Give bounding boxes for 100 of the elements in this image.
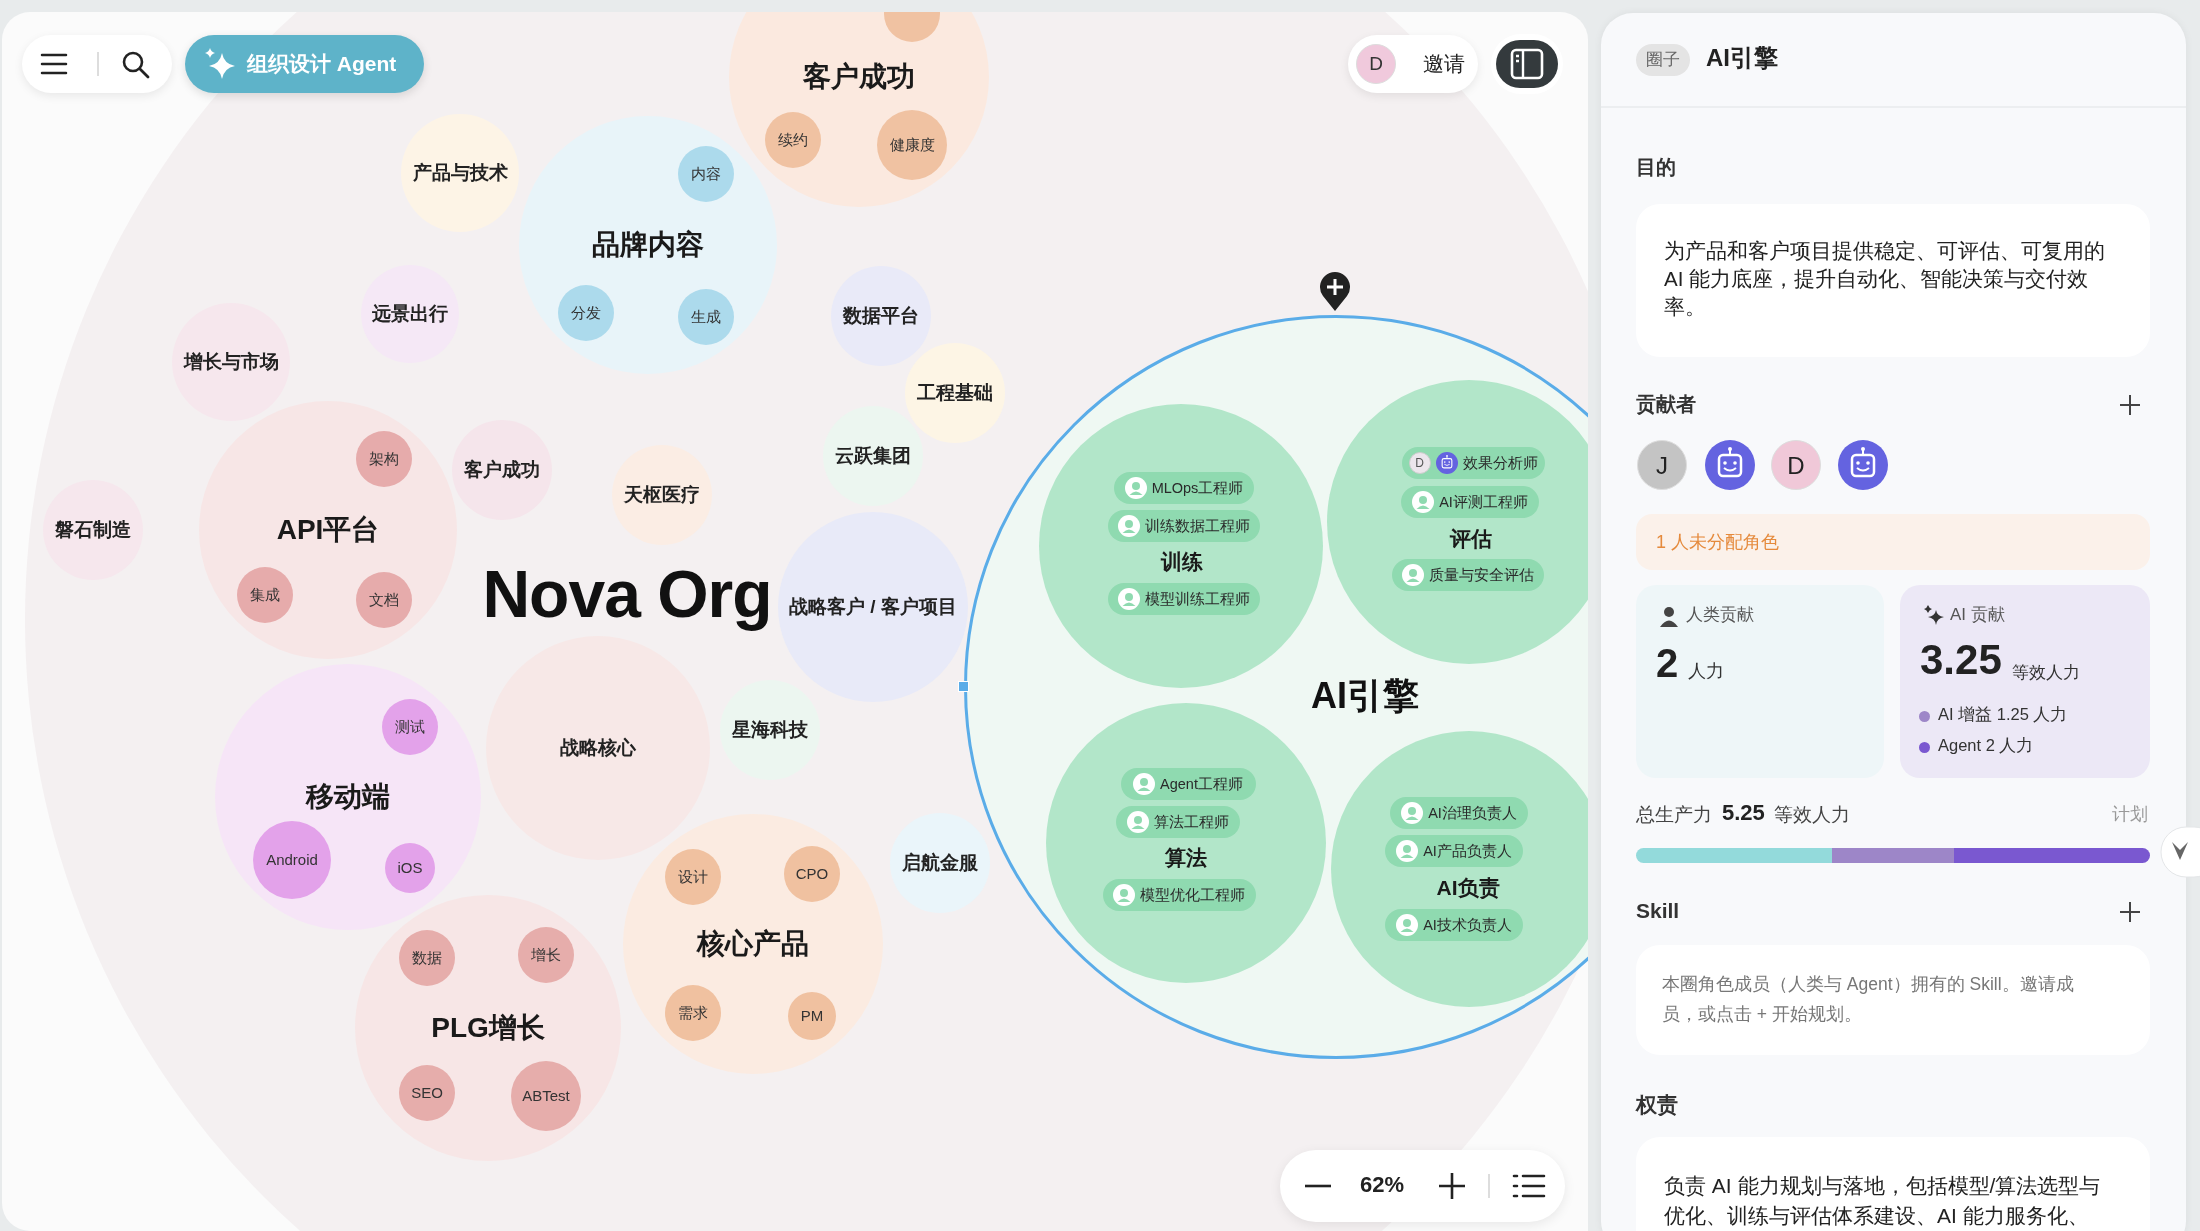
role-pill (1401, 447, 1545, 479)
role-label: AI评测工程师 (1439, 492, 1528, 512)
sub-circle (784, 846, 840, 902)
sub-circle (665, 985, 721, 1041)
circle-label: 设计 (678, 868, 708, 886)
circle-label: Android (266, 851, 318, 869)
circle-label: 天枢医疗 (624, 484, 700, 506)
circle-label: 分发 (571, 304, 601, 322)
circle-label: 增长与市场 (183, 351, 279, 373)
avatar: D (1356, 44, 1396, 84)
stat-unit: 等效人力 (2012, 663, 2080, 684)
zoom-level: 62% (1360, 1172, 1405, 1199)
sub-circle (237, 567, 293, 623)
stat-value: 3.25 (1920, 635, 2002, 685)
role-label: 质量与安全评估 (1429, 565, 1534, 585)
sub-circle (665, 849, 721, 905)
sub-circle (518, 927, 574, 983)
org-title: Nova Org (482, 557, 772, 631)
paragraph: 负责 AI 能力规划与落地，包括模型/算法选型与优化、训练与评估体系建设、AI 能力服务化、 (1664, 1173, 2102, 1229)
role-pill (1392, 559, 1544, 591)
section-heading: 贡献者 (1636, 392, 1696, 416)
sub-circle (678, 146, 734, 202)
circle-label: AI负责 (1436, 876, 1500, 900)
role-label: 训练数据工程师 (1145, 516, 1250, 536)
sub-circle (356, 431, 412, 487)
sub-circle (678, 289, 734, 345)
panel-title: AI引擎 (1706, 44, 1778, 73)
stat-unit: 等效人力 (1774, 804, 1850, 827)
role-pill (1108, 510, 1260, 542)
circle-label: 需求 (678, 1004, 708, 1022)
role-pill (1102, 879, 1256, 911)
role-label: 算法工程师 (1154, 812, 1229, 832)
legend-label: AI 增益 1.25 人力 (1938, 705, 2068, 725)
circle-label: 启航金服 (902, 852, 978, 874)
circle-label: API平台 (276, 514, 380, 546)
circle-label: 内容 (691, 165, 721, 183)
circle-label: PM (800, 1007, 824, 1025)
paragraph: 本圈角色成员（人类与 Agent）拥有的 Skill。邀请成员，或点击 + 开始规划。 (1662, 973, 2075, 1026)
circle-label: 云跃集团 (835, 445, 911, 467)
circle-label: 星海科技 (732, 719, 808, 741)
circle-label: 远景出行 (372, 303, 448, 325)
circle-label: 工程基础 (917, 382, 993, 404)
role-pill (1108, 583, 1260, 615)
circle-label: 健康度 (889, 136, 935, 154)
tag-chip: 圈子 (1636, 44, 1690, 76)
circle-label: 续约 (778, 131, 808, 149)
role-pill (1120, 768, 1256, 800)
circle-label: 算法 (1165, 846, 1207, 870)
stat-label: AI 贡献 (1950, 605, 2005, 626)
circle-label: 生成 (691, 308, 721, 326)
circle-label: PLG增长 (431, 1012, 545, 1044)
stat-label: 人类贡献 (1686, 605, 1754, 626)
circle-label: 数据平台 (843, 305, 919, 327)
circle-label: 测试 (395, 718, 425, 736)
circle-label: 战略客户 / 客户项目 (789, 596, 957, 618)
section-heading: 目的 (1636, 155, 1676, 179)
circle-label: 客户成功 (464, 459, 540, 481)
circle-label: 集成 (250, 586, 280, 604)
role-label: MLOps工程师 (1151, 478, 1244, 498)
circle-label: 客户成功 (803, 61, 915, 93)
stat-value: 5.25 (1722, 800, 1765, 827)
sub-circle (765, 112, 821, 168)
role-label: AI治理负责人 (1428, 803, 1517, 823)
role-pill (1390, 797, 1528, 829)
circle-label: 移动端 (306, 781, 390, 813)
section-heading: Skill (1636, 898, 1680, 924)
circle-label: iOS (397, 859, 423, 877)
section-heading: 权责 (1636, 1092, 1678, 1118)
role-pill (1401, 486, 1539, 518)
agent-button: 组织设计 Agent (185, 35, 424, 93)
sub-circle (385, 843, 435, 893)
avatar: D (1408, 452, 1431, 474)
circle-label: 战略核心 (560, 737, 636, 759)
role-pill (1114, 472, 1254, 504)
stat-value: 2 (1656, 640, 1679, 687)
sub-circle (399, 930, 455, 986)
sub-circle (788, 992, 836, 1040)
circle-label: 数据 (412, 949, 442, 967)
role-label: Agent工程师 (1160, 774, 1243, 794)
stat-unit: 人力 (1688, 661, 1724, 683)
sub-circle (356, 572, 412, 628)
invite-button: D 邀请 (1348, 35, 1478, 93)
circle-label: 增长 (531, 946, 561, 964)
sub-circle (558, 285, 614, 341)
legend-label: Agent 2 人力 (1938, 736, 2034, 756)
circle-label: 架构 (369, 450, 399, 468)
circle-label: 磐石制造 (55, 519, 131, 541)
circle-label: 产品与技术 (412, 162, 508, 184)
stat-label: 总生产力 (1636, 804, 1712, 827)
circle-label: AI引擎 (1311, 676, 1419, 716)
circle-label: SEO (411, 1084, 443, 1102)
circle-label: 品牌内容 (592, 229, 704, 261)
role-label: 效果分析师 (1462, 453, 1538, 473)
sub-circle (382, 699, 438, 755)
circle-label: 训练 (1161, 550, 1203, 574)
role-label: AI技术负责人 (1423, 915, 1512, 935)
notice-banner: 1 人未分配角色 (1636, 514, 2150, 570)
circle-label: 核心产品 (697, 928, 809, 960)
circle-label: 评估 (1450, 527, 1492, 551)
role-label: 模型训练工程师 (1145, 589, 1250, 609)
